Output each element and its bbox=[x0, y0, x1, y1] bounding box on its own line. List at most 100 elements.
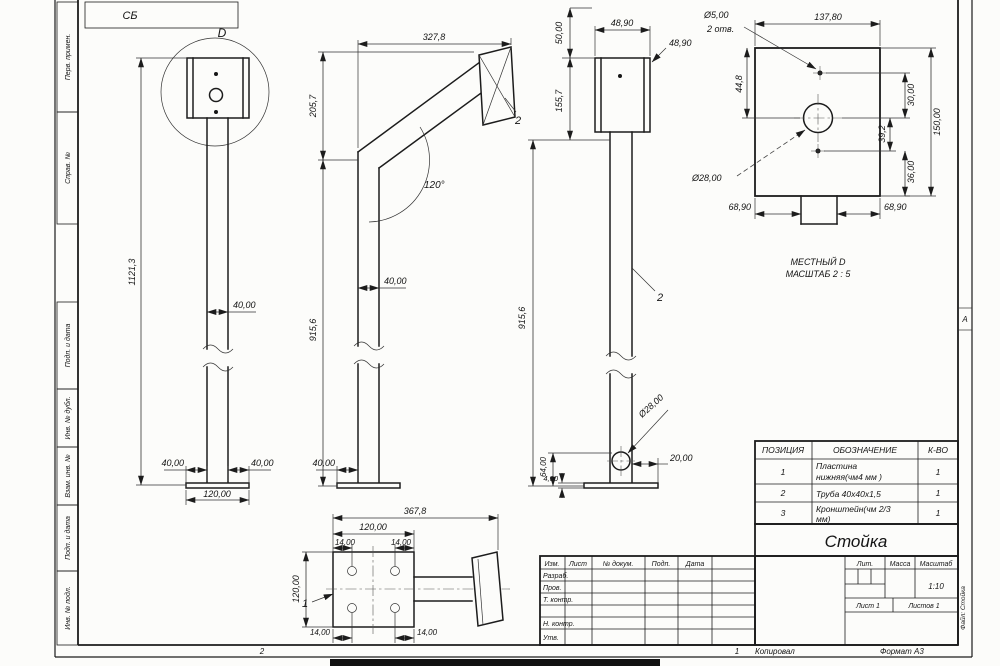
stamp-podp-data-1: Подп. и дата bbox=[64, 323, 72, 367]
parts-header-pos: ПОЗИЦИЯ bbox=[762, 445, 804, 455]
tb-col-podp: Подп. bbox=[652, 560, 671, 568]
dim-front-base-left: 40,00 bbox=[161, 458, 184, 468]
parts-header-name: ОБОЗНАЧЕНИЕ bbox=[833, 445, 897, 455]
dim-plate-mid-b: 39,2 bbox=[877, 125, 887, 143]
dim-bracket-hole-a: 14,00 bbox=[335, 538, 356, 547]
row3-name-line1: Кронштейн(чм 2/3 bbox=[816, 504, 891, 514]
dim-front-base-width: 120,00 bbox=[203, 489, 231, 499]
parts-table: ПОЗИЦИЯ ОБОЗНАЧЕНИЕ К-ВО 1 Пластина нижн… bbox=[754, 440, 959, 525]
dim-front-base-right: 40,00 bbox=[251, 458, 274, 468]
dim-side-width-b: 48,90 bbox=[669, 38, 692, 48]
dim-arm-height: 915,6 bbox=[308, 319, 318, 342]
local-view-title: МЕСТНЫЙ D bbox=[790, 256, 846, 267]
row3-pos: 3 bbox=[781, 508, 786, 518]
zone-marker: А bbox=[961, 315, 967, 324]
stamp-sprav-no: Справ. № bbox=[65, 152, 72, 184]
stamp-inv-dubl: Инв. № дубл. bbox=[64, 396, 72, 439]
parts-row-3: 3 Кронштейн(чм 2/3 мм) 1 bbox=[781, 504, 941, 524]
doc-code: СБ bbox=[122, 10, 137, 22]
dim-arm-reach: 327,8 bbox=[423, 32, 446, 42]
local-view-scale: МАСШТАБ 2 : 5 bbox=[786, 269, 852, 279]
callout-1: 1 bbox=[302, 598, 308, 610]
stamp-inv-podl: Инв. № подл. bbox=[64, 586, 72, 629]
callout-2-side: 2 bbox=[656, 292, 663, 304]
drawing-title: Стойка bbox=[825, 532, 888, 551]
dim-arm-upper: 205,7 bbox=[308, 94, 318, 119]
plate-detail-view: 137,80 Ø5,00 2 отв. 44,8 30,00 39,2 36,0… bbox=[691, 10, 942, 279]
side-view: 50,00 48,90 48,90 155,7 915,6 Ø28,00 64,… bbox=[517, 7, 693, 498]
copy-number: 1 bbox=[735, 647, 739, 656]
parts-row-2: 2 Труба 40x40x1,5 1 bbox=[780, 488, 941, 499]
tb-lit-label: Лит. bbox=[856, 561, 873, 568]
tb-masshtab-label: Масштаб bbox=[920, 560, 954, 568]
dim-side-plate-thk: 4,00 bbox=[543, 474, 558, 483]
detail-ref-label: D bbox=[218, 26, 227, 40]
dim-plate-top-off: 44,8 bbox=[734, 75, 744, 93]
row1-qty: 1 bbox=[936, 467, 941, 477]
dim-plate-tab-left: 68,90 bbox=[728, 202, 751, 212]
front-view: D 1121,3 40,00 40,00 40,00 bbox=[127, 26, 274, 505]
row2-pos: 2 bbox=[780, 488, 786, 498]
dim-side-height: 915,6 bbox=[517, 307, 527, 330]
dim-side-width-a: 48,90 bbox=[611, 18, 634, 28]
dim-plate-mid-a: 30,00 bbox=[906, 84, 916, 107]
scan-artifact-bar bbox=[330, 659, 660, 666]
tb-col-doc: № докум. bbox=[603, 560, 634, 568]
dim-side-upper: 155,7 bbox=[554, 89, 564, 113]
dim-bracket-length: 367,8 bbox=[404, 506, 427, 516]
file-label: Файл: Стойка bbox=[959, 586, 967, 630]
tb-row-utv: Утв. bbox=[542, 635, 559, 642]
dim-bracket-hole-d: 14,00 bbox=[417, 628, 438, 637]
arm-view: 120° 327,8 205,7 915,6 40,00 40,00 2 bbox=[308, 32, 521, 489]
dim-arm-base-left: 40,00 bbox=[312, 458, 335, 468]
margin-stamps: Перв. примен. Справ. № Подп. и дата Инв.… bbox=[56, 1, 79, 646]
dim-bracket-hole-c: 14,00 bbox=[310, 628, 331, 637]
dim-plate-hole-qty: 2 отв. bbox=[706, 24, 734, 34]
row1-pos: 1 bbox=[781, 467, 786, 477]
dim-plate-center-dia: Ø28,00 bbox=[691, 173, 722, 183]
parts-header-qty: К-ВО bbox=[928, 445, 948, 455]
tb-row-nkontr: Н. контр. bbox=[543, 621, 575, 628]
row2-qty: 1 bbox=[936, 488, 941, 498]
dim-side-hole-off: 20,00 bbox=[669, 453, 693, 463]
stamp-vzam-inv: Взам. инв. № bbox=[65, 454, 72, 498]
copied-label: Копировал bbox=[755, 647, 795, 656]
callout-2-arm: 2 bbox=[514, 115, 521, 127]
dim-side-hole-up: 64,00 bbox=[539, 456, 548, 477]
dim-arm-width-mid: 40,00 bbox=[384, 276, 407, 286]
tb-sheet: Лист 1 bbox=[855, 603, 880, 610]
tb-sheets: Листов 1 bbox=[907, 603, 939, 610]
tb-col-izm: Изм. bbox=[545, 561, 560, 568]
title-block: Стойка Изм. Лист № докум. Подп. Дата Раз… bbox=[539, 523, 959, 646]
bottom-margin: 2 1 Копировал Формат А3 bbox=[259, 647, 924, 666]
format-label: Формат А3 bbox=[880, 647, 924, 656]
tb-col-list: Лист bbox=[568, 561, 587, 568]
stamp-podp-data-2: Подп. и дата bbox=[64, 516, 72, 560]
stamp-perv-primen: Перв. примен. bbox=[65, 34, 72, 81]
dim-arm-angle: 120° bbox=[424, 180, 445, 191]
bracket-detail-view: 367,8 120,00 14,00 14,00 120,00 14,00 14… bbox=[291, 506, 510, 643]
row1-name-line1: Пластина bbox=[816, 461, 857, 471]
parts-row-1: 1 Пластина нижняя(чм4 мм ) 1 bbox=[781, 461, 941, 482]
dim-plate-height: 150,00 bbox=[932, 108, 942, 136]
tb-row-tkontr: Т. контр. bbox=[543, 597, 573, 604]
tb-scale-value: 1:10 bbox=[928, 582, 944, 591]
dim-plate-bot-off: 36,00 bbox=[906, 161, 916, 184]
row3-name-line2: мм) bbox=[816, 514, 831, 524]
tb-col-data: Дата bbox=[685, 561, 705, 568]
tb-row-razrab: Разраб. bbox=[543, 572, 568, 580]
tb-row-prov: Пров. bbox=[543, 585, 562, 592]
dim-bracket-hole-b: 14,00 bbox=[391, 538, 412, 547]
row2-name-line1: Труба 40x40x1,5 bbox=[816, 489, 881, 499]
dim-side-top: 50,00 bbox=[554, 22, 564, 45]
dim-front-width-mid: 40,00 bbox=[233, 300, 256, 310]
dim-plate-tab-right: 68,90 bbox=[884, 202, 907, 212]
dim-bracket-plate-w: 120,00 bbox=[359, 522, 387, 532]
page-number: 2 bbox=[259, 647, 265, 656]
doc-code-box: СБ bbox=[84, 1, 239, 29]
row1-name-line2: нижняя(чм4 мм ) bbox=[816, 472, 882, 482]
dim-plate-width: 137,80 bbox=[814, 12, 842, 22]
tb-massa-label: Масса bbox=[890, 561, 911, 568]
